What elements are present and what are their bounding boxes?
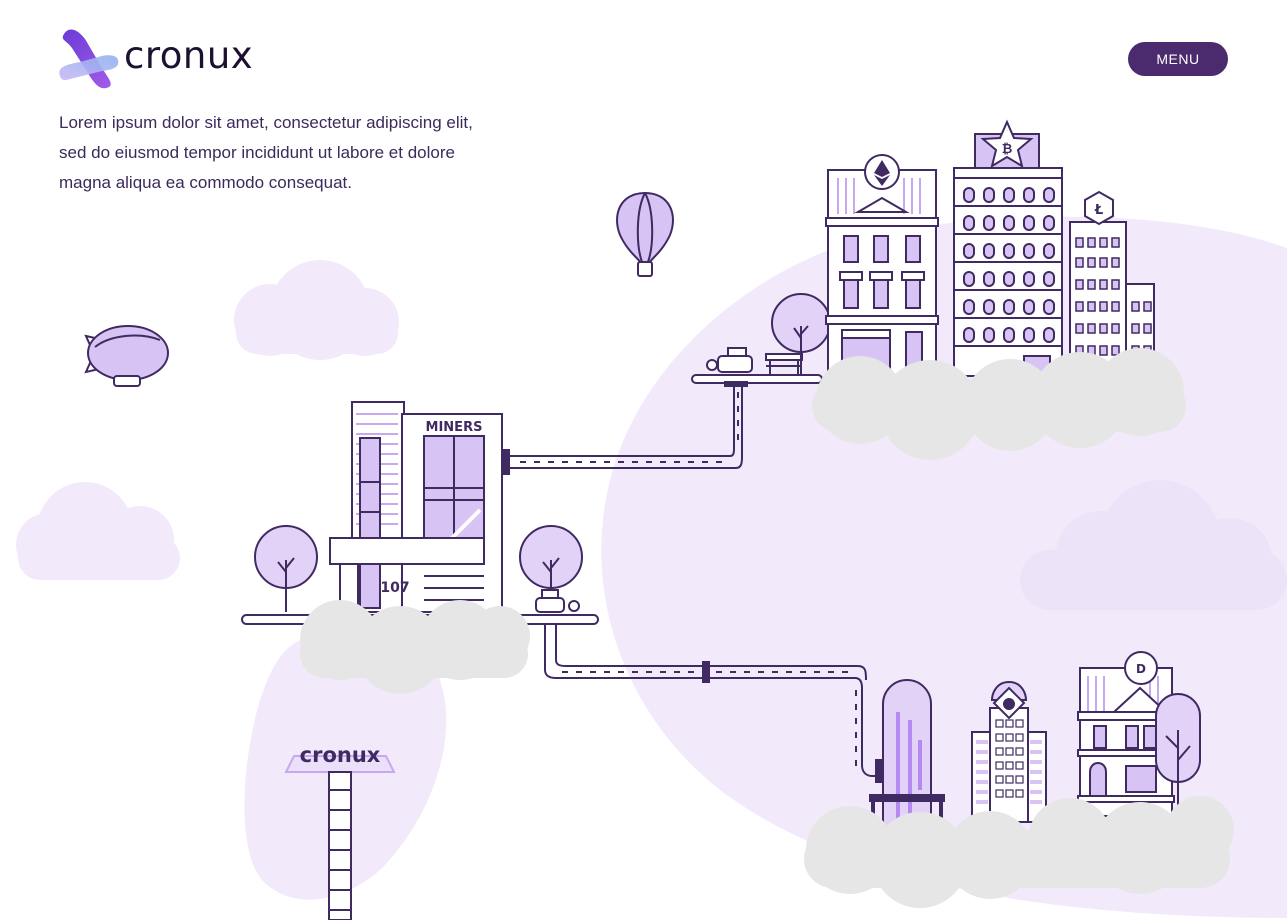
nem-icon (992, 686, 1026, 720)
litecoin-icon: Ł (1094, 203, 1103, 218)
brand-logo[interactable]: cronux (58, 26, 253, 90)
bitcoin-building (953, 119, 1063, 377)
background-cloud-1 (234, 260, 399, 360)
site-header: cronux MENU (0, 0, 1287, 110)
dash-icon: D (1136, 662, 1146, 676)
litecoin-building (1069, 190, 1155, 377)
menu-button[interactable]: MENU (1128, 42, 1228, 76)
tree-upper (771, 293, 831, 374)
ethereum-icon (874, 160, 890, 186)
upper-platform (691, 374, 823, 384)
pipeline-lower (544, 625, 883, 783)
cloud-upper-city (812, 348, 1186, 460)
tree-right-miners (519, 525, 583, 596)
airship-blimp (84, 325, 169, 387)
pump-generator-lower (535, 589, 580, 613)
cronux-logo-icon (59, 29, 119, 89)
hot-air-balloon (616, 191, 674, 277)
dash-building (1077, 651, 1175, 817)
brand-name: cronux (124, 33, 254, 77)
building-number: 107 (380, 580, 409, 596)
bitcoin-icon: ₿ (1002, 142, 1013, 157)
ethereum-building (825, 154, 939, 377)
cloud-lower-city (804, 796, 1234, 908)
pump-generator-upper (706, 347, 753, 373)
miners-sign: MINERS (426, 420, 483, 435)
background-cloud-2 (16, 482, 180, 580)
intro-text: Lorem ipsum dolor sit amet, consectetur … (59, 113, 473, 192)
cloud-miners (300, 600, 530, 694)
tree-tall-right (1155, 693, 1201, 818)
background-cloud-3 (1020, 480, 1287, 610)
tower-sign: cronux (300, 743, 381, 767)
miners-building (329, 401, 503, 613)
tree-left (254, 525, 318, 612)
cronux-tower (284, 755, 396, 920)
